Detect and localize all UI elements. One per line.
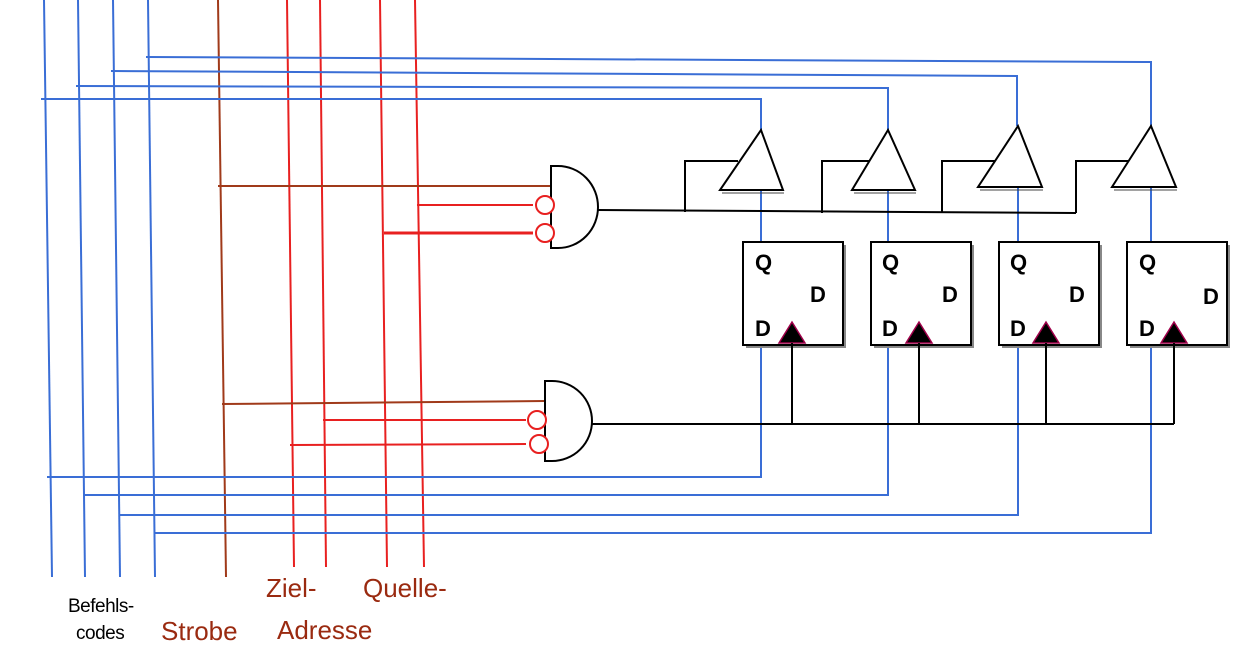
ziel-address-line-1 (286, 0, 295, 568)
flipflop-2-d-input-label: D (942, 282, 958, 307)
code-bus-line-2 (77, 0, 86, 578)
enable-to-buffer-4 (1075, 160, 1131, 213)
bottom-feed-4 (154, 345, 1152, 534)
buffer-4 (1110, 123, 1178, 188)
flipflop-1-d-label: D (755, 316, 771, 341)
enable-to-buffer-2 (821, 160, 869, 213)
ziel-label: Ziel- (266, 573, 317, 603)
lower-and-input-3 (289, 443, 527, 446)
buffer-1 (718, 127, 785, 191)
upper-and-inputs (218, 185, 551, 235)
flipflop-2: Q D D (870, 241, 974, 348)
buffer-3 (976, 123, 1044, 188)
strobe-label: Strobe (161, 616, 238, 646)
flipflop-1: Q D D (742, 241, 846, 348)
lower-and-invert-bubble-1 (527, 410, 547, 430)
flipflop-4-d-label: D (1139, 316, 1155, 341)
flipflop-1-d-input-label: D (810, 282, 826, 307)
code-bus-line-4 (147, 0, 156, 578)
flipflop-4-d-input-label: D (1203, 284, 1219, 309)
quelle-address-line-1 (379, 0, 388, 568)
befehls-code-bus (43, 0, 156, 578)
strobe-address-bus (217, 0, 425, 578)
lower-and-inputs (221, 400, 546, 446)
upper-and-invert-bubble-1 (535, 195, 555, 215)
flipflop-2-q-label: Q (882, 250, 899, 275)
upper-and-gate (535, 165, 599, 249)
code-bus-line-3 (112, 0, 121, 578)
code-bus-line-1 (43, 0, 53, 578)
bottom-feed-2 (84, 345, 889, 496)
flipflop-3: Q D D (998, 241, 1102, 348)
flipflop-2-d-label: D (882, 316, 898, 341)
flipflop-3-q-label: Q (1010, 250, 1027, 275)
bottom-feed-3 (119, 345, 1019, 516)
strobe-line (217, 0, 227, 578)
flipflop-4: Q D D (1126, 241, 1230, 348)
enable-to-buffer-3 (941, 160, 996, 213)
ziel-address-line-2 (319, 0, 327, 568)
buffer-2 (850, 127, 917, 191)
top-feed-1 (41, 98, 762, 130)
bottom-code-feeds (47, 345, 1152, 534)
tristate-buffers (718, 123, 1178, 191)
flipflop-4-q-label: Q (1139, 250, 1156, 275)
lower-and-gate (527, 380, 593, 462)
buffer-to-flipflop-links (760, 187, 1152, 243)
adresse-label: Adresse (277, 615, 373, 645)
clock-line (592, 343, 1175, 425)
befehls-label-line-1: Befehls- (68, 596, 134, 617)
befehls-label-line-2: codes (76, 623, 125, 644)
top-feed-4 (145, 56, 1152, 126)
flipflop-1-q-label: Q (755, 250, 772, 275)
bottom-feed-1 (47, 345, 762, 478)
quelle-address-line-2 (414, 0, 425, 568)
buffer-enable-line (597, 160, 1131, 214)
top-feed-2 (75, 85, 889, 130)
enable-to-buffer-1 (684, 160, 738, 212)
top-feed-3 (110, 70, 1018, 126)
lower-and-strobe-input (221, 400, 546, 405)
lower-and-invert-bubble-2 (529, 434, 549, 454)
quelle-label: Quelle- (363, 573, 447, 603)
upper-and-invert-bubble-2 (535, 223, 555, 243)
top-code-feeds (41, 56, 1152, 130)
flipflop-3-d-input-label: D (1069, 282, 1085, 307)
flipflop-3-d-label: D (1010, 316, 1026, 341)
